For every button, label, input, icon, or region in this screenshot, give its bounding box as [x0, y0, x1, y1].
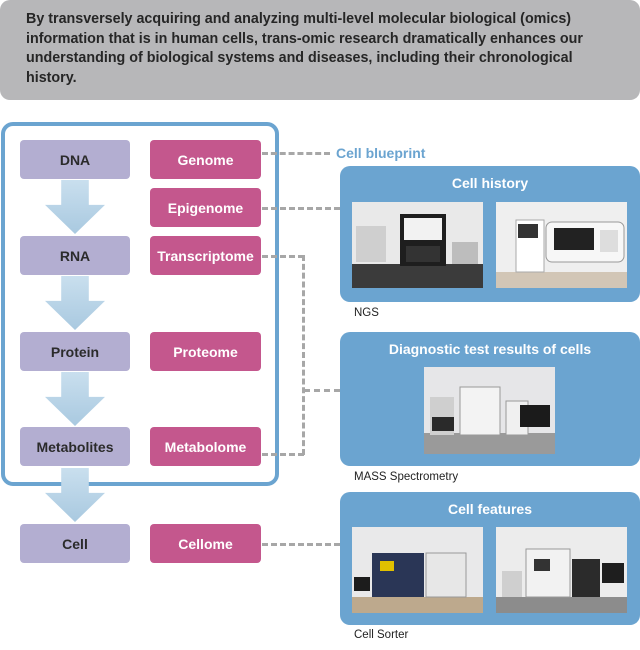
molecule-rna: RNA — [20, 236, 130, 275]
omics-epigenome: Epigenome — [150, 188, 261, 227]
connector-mass-spec — [304, 389, 340, 392]
ngs-photo-left — [352, 202, 483, 288]
omics-cellome: Cellome — [150, 524, 261, 563]
omics-transcriptome: Transcriptome — [150, 236, 261, 275]
omics-frame — [1, 122, 279, 486]
mass-spec-photo — [424, 367, 555, 454]
omics-genome: Genome — [150, 140, 261, 179]
connector-trunk — [302, 255, 305, 455]
panel-caption: MASS Spectrometry — [354, 471, 459, 483]
connector-metabolome — [262, 453, 304, 456]
cell-sorter-photo-right — [496, 527, 627, 613]
panel-cell-history: Cell history — [340, 166, 640, 302]
panel-caption: NGS — [354, 307, 379, 319]
panel-diagnostic-results: Diagnostic test results of cells — [340, 332, 640, 466]
intro-banner: By transversely acquiring and analyzing … — [0, 0, 640, 100]
cell-blueprint-label: Cell blueprint — [336, 145, 426, 161]
panel-title: Diagnostic test results of cells — [388, 341, 592, 357]
panel-caption: Cell Sorter — [354, 629, 409, 641]
molecule-cell: Cell — [20, 524, 130, 563]
ngs-photo-right — [496, 202, 627, 288]
cell-sorter-photo-left — [352, 527, 483, 613]
intro-text: By transversely acquiring and analyzing … — [26, 11, 583, 86]
connector-cellome — [262, 543, 340, 546]
molecule-metabolites: Metabolites — [20, 427, 130, 466]
omics-metabolome: Metabolome — [150, 427, 261, 466]
omics-proteome: Proteome — [150, 332, 261, 371]
panel-title: Cell features — [447, 501, 533, 517]
molecule-dna: DNA — [20, 140, 130, 179]
connector-epigenome — [262, 207, 340, 210]
molecule-protein: Protein — [20, 332, 130, 371]
connector-genome — [262, 152, 330, 155]
connector-transcriptome — [262, 255, 304, 258]
panel-cell-features: Cell features — [340, 492, 640, 625]
panel-title: Cell history — [451, 175, 529, 191]
